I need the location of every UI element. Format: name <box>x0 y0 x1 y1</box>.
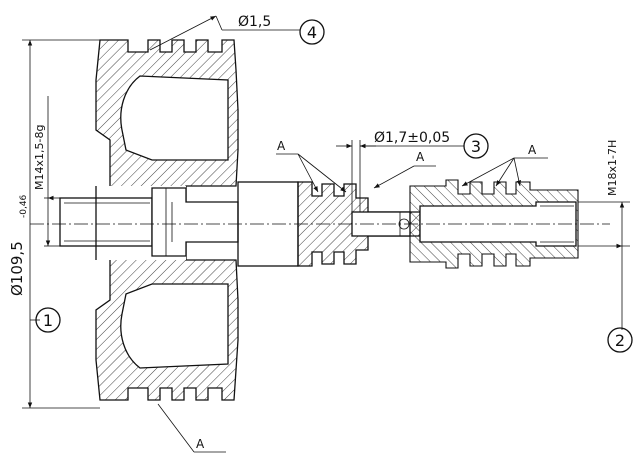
dim-right-thread: M18x1-7H <box>578 140 630 330</box>
callout-1: 1 <box>30 307 61 333</box>
shaft-collar <box>151 187 239 257</box>
label-a-bottom: A <box>196 437 205 451</box>
callout-4-number: 4 <box>307 23 317 42</box>
callout-2-number: 2 <box>615 331 625 350</box>
callout-1-number: 1 <box>43 311 53 330</box>
callout-4: 4 <box>299 19 325 45</box>
label-a-top-right: A <box>528 143 537 157</box>
pulley-pocket-lower <box>120 283 229 369</box>
left-thread-text: M14x1,5-8g <box>33 125 46 190</box>
groove-diameter-text: Ø1,5 <box>238 14 271 30</box>
dim-left-thread: M14x1,5-8g <box>33 96 60 247</box>
right-thread-text: M18x1-7H <box>606 140 619 196</box>
hole-diameter-text: Ø1,7±0,05 <box>374 130 450 146</box>
outer-diameter-text: Ø109,5 <box>8 241 26 296</box>
callout-2: 2 <box>607 327 633 353</box>
outer-tolerance-text: -0,46 <box>19 194 29 218</box>
dim-hole-diameter: Ø1,7±0,05 <box>336 130 464 212</box>
callout-3: 3 <box>463 133 489 159</box>
dim-groove-diameter: Ø1,5 <box>149 14 300 51</box>
dim-outer-diameter: Ø109,5 -0,46 <box>8 39 100 409</box>
label-a-top-mid: A <box>416 150 425 164</box>
label-a-top-left: A <box>277 139 286 153</box>
callout-3-number: 3 <box>471 137 481 156</box>
leaders-a: A A A A <box>157 139 548 453</box>
pulley-pocket <box>120 75 229 161</box>
